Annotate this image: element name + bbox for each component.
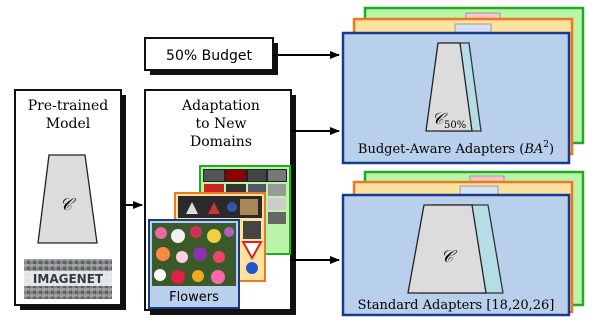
- domain-card-flowers: Flowers: [148, 219, 240, 309]
- neural-network-trapezoid-icon: [425, 42, 473, 132]
- flowers-label: Flowers: [169, 290, 219, 305]
- adaptation-line1: Adaptation: [181, 98, 260, 114]
- pretrained-title-line1: Pre-trained: [28, 98, 109, 114]
- pretrained-title-line2: Model: [46, 116, 91, 132]
- adaptation-line2: to New: [195, 116, 246, 132]
- budget-aware-caption: Budget-Aware Adapters (BA2): [358, 140, 554, 157]
- budget-aware-subscript: 50%: [444, 120, 466, 131]
- neural-network-trapezoid-icon: [37, 154, 98, 244]
- budget-box: 50% Budget: [144, 37, 278, 75]
- pretrained-model-box: Pre-trained Model 𝒞 IMAGENET: [14, 89, 126, 310]
- adaptation-box: Adaptation to New Domains: [144, 89, 296, 315]
- neural-network-trapezoid-icon: [407, 204, 487, 294]
- budget-label: 50% Budget: [166, 48, 252, 64]
- adaptation-line3: Domains: [190, 134, 252, 150]
- standard-caption: Standard Adapters [18,20,26]: [358, 298, 555, 313]
- imagenet-logo-text: IMAGENET: [33, 272, 104, 286]
- budget-aware-stack: 𝒞 50% Budget-Aware Adapters (BA2): [341, 6, 585, 165]
- standard-adapters-stack: 𝒞 Standard Adapters [18,20,26]: [341, 170, 585, 317]
- imagenet-logo: IMAGENET: [24, 259, 112, 299]
